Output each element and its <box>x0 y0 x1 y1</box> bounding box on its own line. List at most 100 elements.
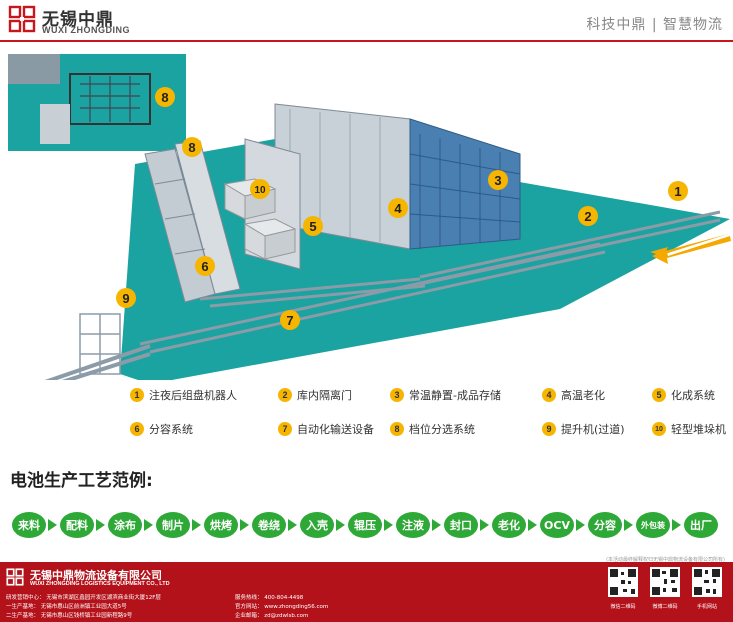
logo-en-text: WUXI ZHONGDING <box>42 25 130 35</box>
svg-text:1: 1 <box>674 184 681 199</box>
process-step: 外包装 <box>636 512 670 538</box>
legend-label: 档位分选系统 <box>409 423 475 436</box>
arrow-right-icon <box>144 519 153 531</box>
qr-code-icon <box>692 567 722 597</box>
arrow-right-icon <box>240 519 249 531</box>
callout-markers: 1 2 3 4 5 6 7 8 9 10 8 <box>116 87 688 330</box>
arrow-right-icon <box>432 519 441 531</box>
process-step: 来料 <box>12 512 46 538</box>
arrow-right-icon <box>192 519 201 531</box>
callout-8-inset: 8 <box>155 87 175 107</box>
qr-label: 微博二维码 <box>652 604 678 610</box>
arrow-right-icon <box>336 519 345 531</box>
legend-item: 7 自动化输送设备 <box>278 420 374 438</box>
logo-cn-text: 无锡中鼎 <box>42 10 114 30</box>
legend-number: 5 <box>652 388 666 402</box>
legend-label: 常温静置-成品存储 <box>409 389 501 402</box>
legend-number: 7 <box>278 422 292 436</box>
legend-label: 分容系统 <box>149 423 193 436</box>
legend-number: 8 <box>390 422 404 436</box>
callout-2: 2 <box>578 206 598 226</box>
process-step: 分容 <box>588 512 622 538</box>
callout-10: 10 <box>250 179 270 199</box>
svg-text:4: 4 <box>394 201 402 216</box>
footer-address: 一生产基地： 无锡市惠山区前洲镇工业园大道5号 <box>6 604 127 610</box>
process-step: 配料 <box>60 512 94 538</box>
qr-label: 微信二维码 <box>610 604 636 610</box>
slogan: 科技中鼎 | 智慧物流 <box>586 17 723 33</box>
svg-text:9: 9 <box>122 291 129 306</box>
arrow-right-icon <box>576 519 585 531</box>
zhongding-logo-icon <box>6 568 24 586</box>
legend-label: 高温老化 <box>561 389 605 402</box>
legend-number: 2 <box>278 388 292 402</box>
conveyor-main <box>139 242 606 354</box>
inset-view <box>8 54 186 151</box>
callout-3: 3 <box>488 170 508 190</box>
svg-text:5: 5 <box>309 219 316 234</box>
copyright-note: (本活动最终解释权归无锡中鼎物流设备有限公司所有) <box>606 557 725 563</box>
svg-text:3: 3 <box>494 173 501 188</box>
arrow-right-icon <box>288 519 297 531</box>
legend-label: 轻型堆垛机 <box>671 423 726 436</box>
footer: 无锡中鼎物流设备有限公司 WUXI ZHONGDING LOGISTICS EQ… <box>0 562 733 622</box>
footer-hotline: 服务热线： 400-804-4498 <box>235 595 304 601</box>
footer-address: 二生产基地： 无锡市惠山区钱桥镇工业园新程路9号 <box>6 613 133 619</box>
legend-number: 1 <box>130 388 144 402</box>
footer-company-cn: 无锡中鼎物流设备有限公司 <box>30 569 162 582</box>
legend-number: 10 <box>652 422 666 436</box>
legend-label: 库内隔离门 <box>297 389 352 402</box>
inflow-arrow-icon <box>650 234 728 258</box>
svg-text:2: 2 <box>584 209 591 224</box>
process-step: 烘烤 <box>204 512 238 538</box>
legend-label: 自动化输送设备 <box>297 423 374 436</box>
legend-item: 9 提升机(过道) <box>542 420 625 438</box>
svg-text:10: 10 <box>254 185 266 196</box>
process-step: OCV <box>540 512 574 538</box>
qr-label: 手机网站 <box>696 604 717 610</box>
legend-label: 注夜后组盘机器人 <box>149 389 237 402</box>
header-divider <box>0 40 733 42</box>
conveyor-left <box>44 344 151 380</box>
process-step: 入壳 <box>300 512 334 538</box>
legend-item: 4 高温老化 <box>542 386 605 404</box>
arrow-right-icon <box>48 519 57 531</box>
svg-text:7: 7 <box>286 313 293 328</box>
zhongding-logo-icon <box>8 5 36 33</box>
legend-number: 9 <box>542 422 556 436</box>
lift-tower <box>79 313 121 375</box>
callout-8: 8 <box>182 137 202 157</box>
svg-text:8: 8 <box>188 140 195 155</box>
footer-address: 研发营销中心： 无锡市滨湖区蠡园开发区湖滨商业街大厦12F层 <box>6 595 161 601</box>
footer-email[interactable]: 企业邮箱： zd@zdwlsb.com <box>235 613 309 619</box>
legend-item: 8 档位分选系统 <box>390 420 475 438</box>
legend-number: 4 <box>542 388 556 402</box>
process-flow: 来料 配料 涂布 制片 烘烤 卷绕 入壳 辊压 注液 封口 老化 OCV 分容 … <box>12 512 724 540</box>
callout-1: 1 <box>668 181 688 201</box>
process-step: 封口 <box>444 512 478 538</box>
process-step: 制片 <box>156 512 190 538</box>
process-step: 出厂 <box>684 512 718 538</box>
arrow-right-icon <box>624 519 633 531</box>
arrow-right-icon <box>672 519 681 531</box>
arrow-right-icon <box>528 519 537 531</box>
process-step: 卷绕 <box>252 512 286 538</box>
callout-4: 4 <box>388 198 408 218</box>
footer-company-en: WUXI ZHONGDING LOGISTICS EQUIPMENT CO., … <box>30 581 170 587</box>
callout-6: 6 <box>195 256 215 276</box>
qr-code-icon <box>650 567 680 597</box>
legend-item: 1 注夜后组盘机器人 <box>130 386 237 404</box>
inflow-arrow-icon <box>652 236 731 264</box>
callout-9: 9 <box>116 288 136 308</box>
arrow-right-icon <box>96 519 105 531</box>
arrow-right-icon <box>480 519 489 531</box>
process-step: 注液 <box>396 512 430 538</box>
storage-racks <box>274 103 521 250</box>
process-title: 电池生产工艺范例: <box>10 471 153 491</box>
legend-label: 提升机(过道) <box>561 423 625 436</box>
footer-website[interactable]: 官方网站： www.zhongding56.com <box>235 604 329 610</box>
